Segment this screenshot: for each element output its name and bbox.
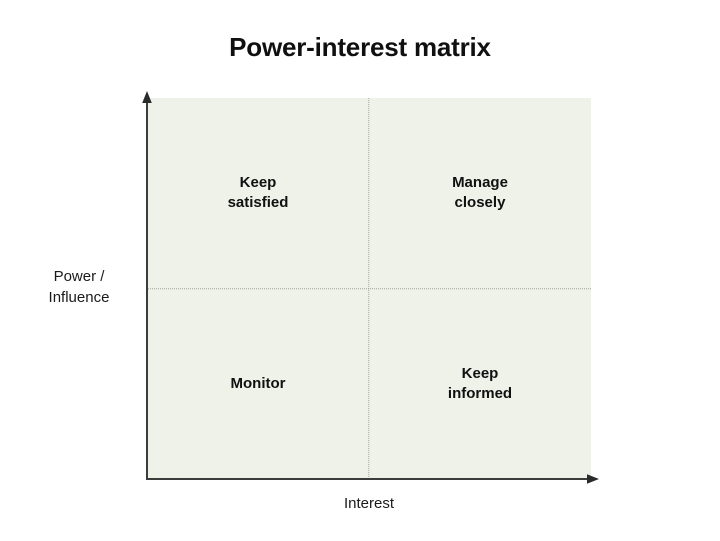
quadrant-manage-closely: Manage closely [369, 98, 591, 289]
quadrant-monitor: Monitor [147, 289, 369, 480]
quadrant-keep-satisfied: Keep satisfied [147, 98, 369, 289]
quadrant-label-keep-satisfied: Keep satisfied [227, 174, 289, 212]
quadrant-keep-informed: Keep informed [369, 289, 591, 480]
chart-title: Power-interest matrix [229, 32, 491, 62]
y-axis-label: Power / Influence [48, 268, 110, 306]
horizontal-divider-line [147, 287, 591, 289]
quadrant-label-keep-informed: Keep informed [447, 364, 513, 402]
quadrant-label-monitor: Monitor [230, 374, 286, 392]
plot-area: Keep satisfied Manage closely Monitor Ke… [147, 98, 591, 479]
quadrant-grid: Keep satisfied Manage closely Monitor Ke… [147, 98, 591, 479]
quadrant-label-manage-closely: Manage closely [452, 174, 508, 212]
x-axis-label: Interest [343, 495, 395, 512]
